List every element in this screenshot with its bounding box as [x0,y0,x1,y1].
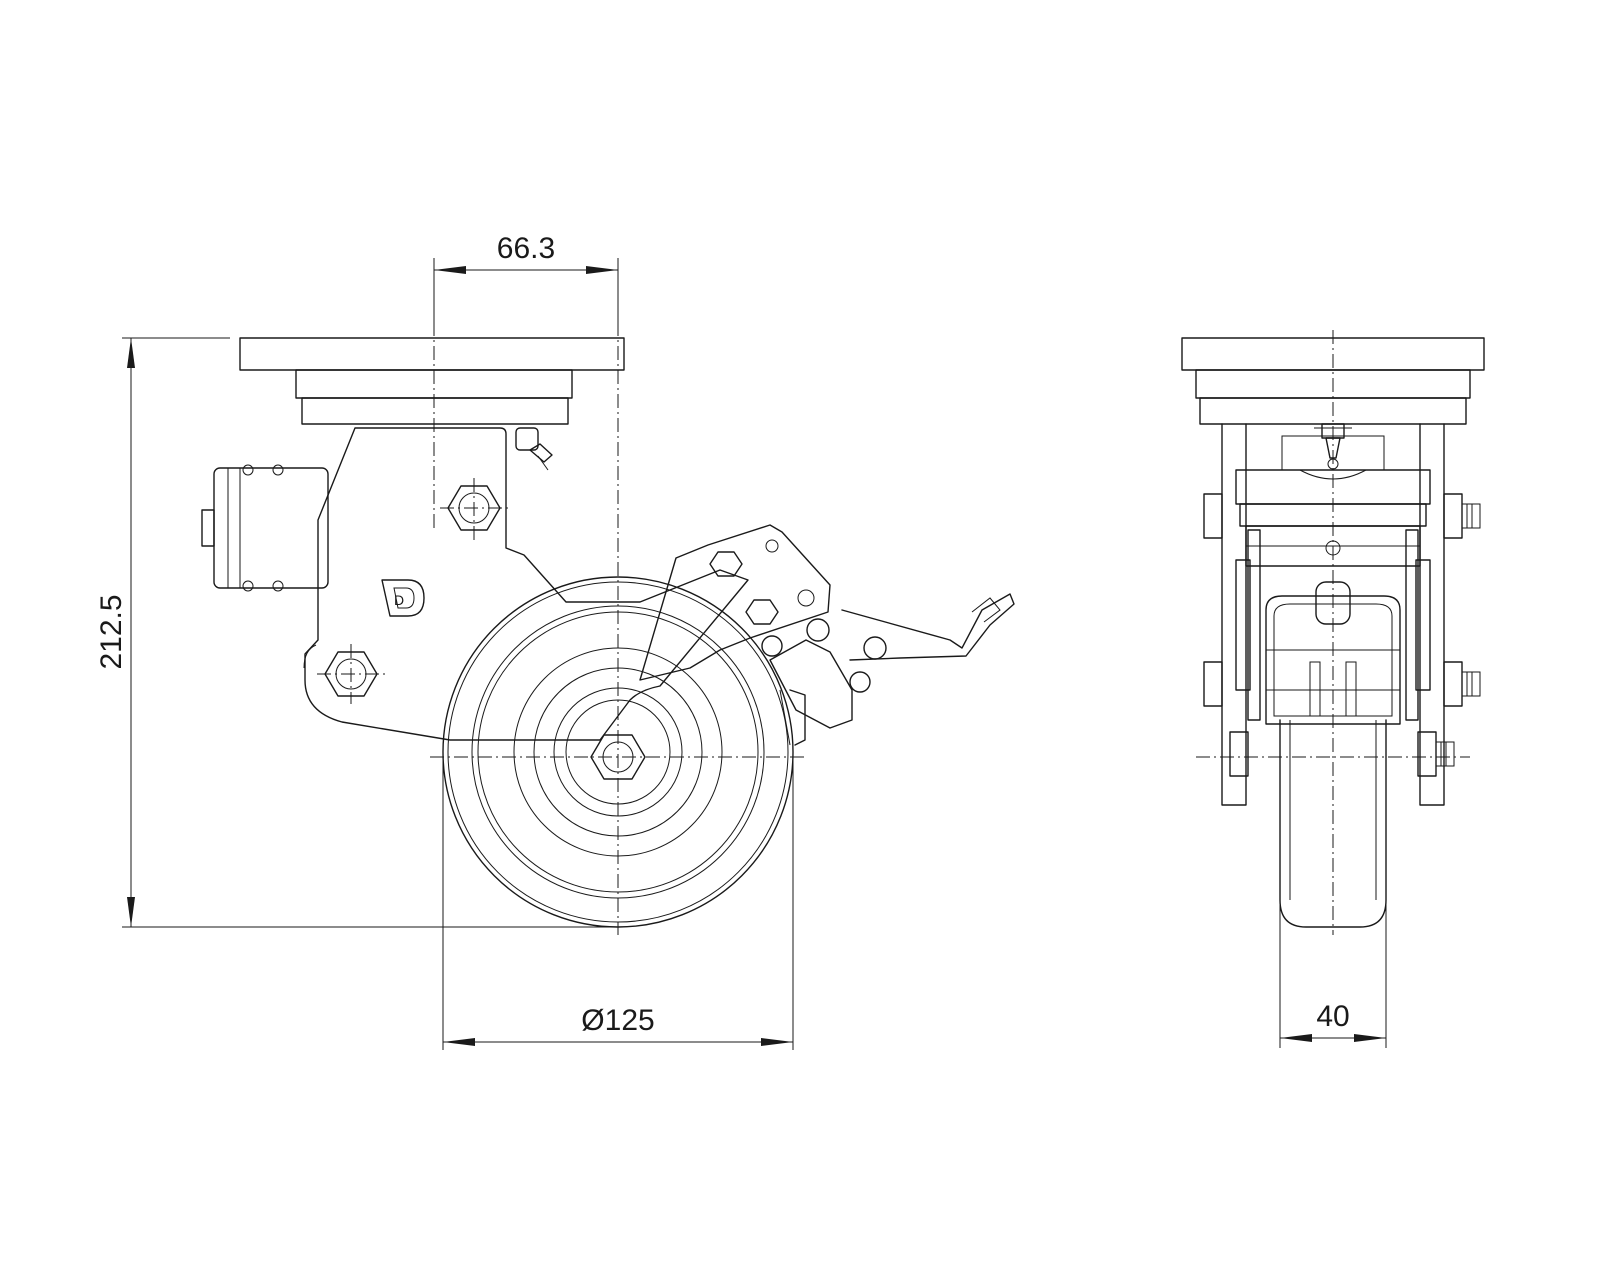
side-plates [1235,529,1431,721]
dimension-wheel-width: 40 [1279,900,1387,1048]
front-view: 40 [1181,330,1485,1048]
brake-lever [639,524,1015,746]
wheel-width-value: 40 [1316,1000,1349,1033]
side-view: D [95,232,1015,1050]
swivel-arm [303,427,749,741]
shock-absorber [201,464,329,592]
grease-nipple [515,427,553,471]
offset-value: 66.3 [497,232,555,265]
top-plate [239,337,625,425]
wheel-diameter-value: Ø125 [581,1004,654,1037]
height-value: 212.5 [95,594,128,669]
logo-emblem: D [381,579,425,617]
side-bolts [1203,493,1481,777]
wheel-front [1279,719,1387,928]
dimension-wheel-diameter: Ø125 [442,752,794,1050]
dimension-offset: 66.3 [433,232,619,330]
logo-letter: D [394,592,404,608]
dimension-height: 212.5 [95,337,618,928]
